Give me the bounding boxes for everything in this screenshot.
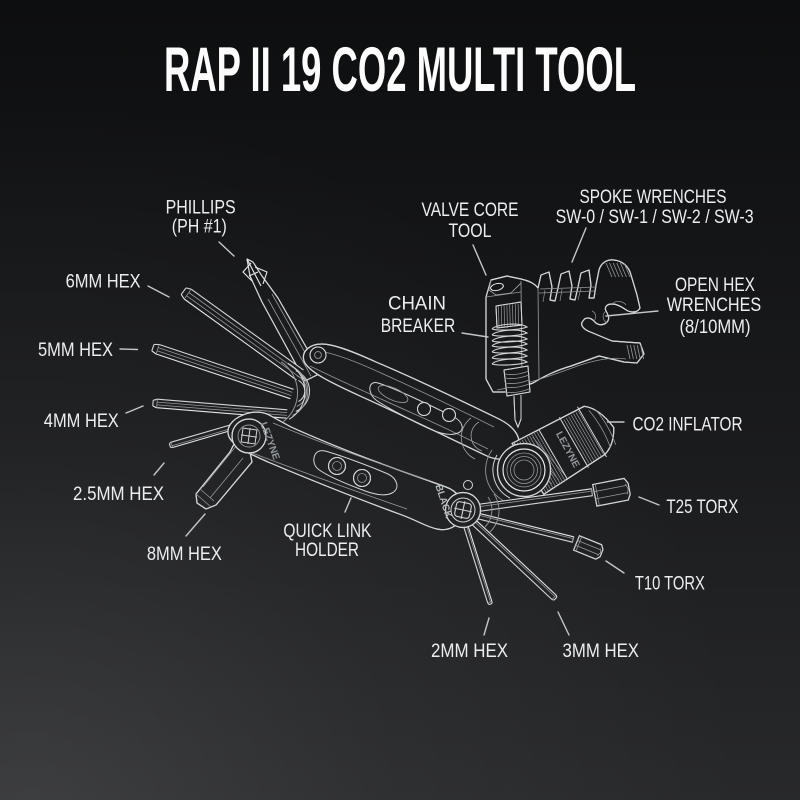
- svg-text:VALVE CORE: VALVE CORE: [422, 199, 519, 221]
- svg-text:TOOL: TOOL: [449, 220, 492, 242]
- svg-text:CHAIN: CHAIN: [388, 293, 446, 315]
- svg-text:WRENCHES: WRENCHES: [667, 294, 762, 316]
- svg-text:2.5MM HEX: 2.5MM HEX: [73, 483, 164, 505]
- svg-text:T25 TORX: T25 TORX: [666, 496, 738, 518]
- svg-text:BREAKER: BREAKER: [381, 315, 456, 337]
- svg-text:HOLDER: HOLDER: [295, 539, 359, 561]
- svg-text:SPOKE WRENCHES: SPOKE WRENCHES: [580, 186, 727, 208]
- svg-text:2MM HEX: 2MM HEX: [431, 640, 508, 662]
- svg-text:T10 TORX: T10 TORX: [635, 573, 705, 595]
- svg-text:8MM HEX: 8MM HEX: [147, 543, 222, 565]
- svg-text:SW-0 / SW-1 / SW-2 / SW-3: SW-0 / SW-1 / SW-2 / SW-3: [556, 206, 754, 228]
- svg-text:6MM HEX: 6MM HEX: [66, 271, 141, 293]
- svg-text:(PH #1): (PH #1): [172, 216, 227, 238]
- svg-text:3MM HEX: 3MM HEX: [563, 640, 640, 662]
- svg-text:OPEN HEX: OPEN HEX: [675, 274, 755, 296]
- svg-text:RAP II 19 CO2 MULTI TOOL: RAP II 19 CO2 MULTI TOOL: [164, 35, 636, 105]
- svg-text:QUICK LINK: QUICK LINK: [283, 520, 371, 542]
- svg-text:(8/10MM): (8/10MM): [680, 316, 751, 338]
- svg-text:CO2 INFLATOR: CO2 INFLATOR: [633, 414, 743, 436]
- svg-text:5MM HEX: 5MM HEX: [38, 339, 113, 361]
- svg-text:PHILLIPS: PHILLIPS: [166, 196, 236, 218]
- svg-text:4MM HEX: 4MM HEX: [44, 410, 119, 432]
